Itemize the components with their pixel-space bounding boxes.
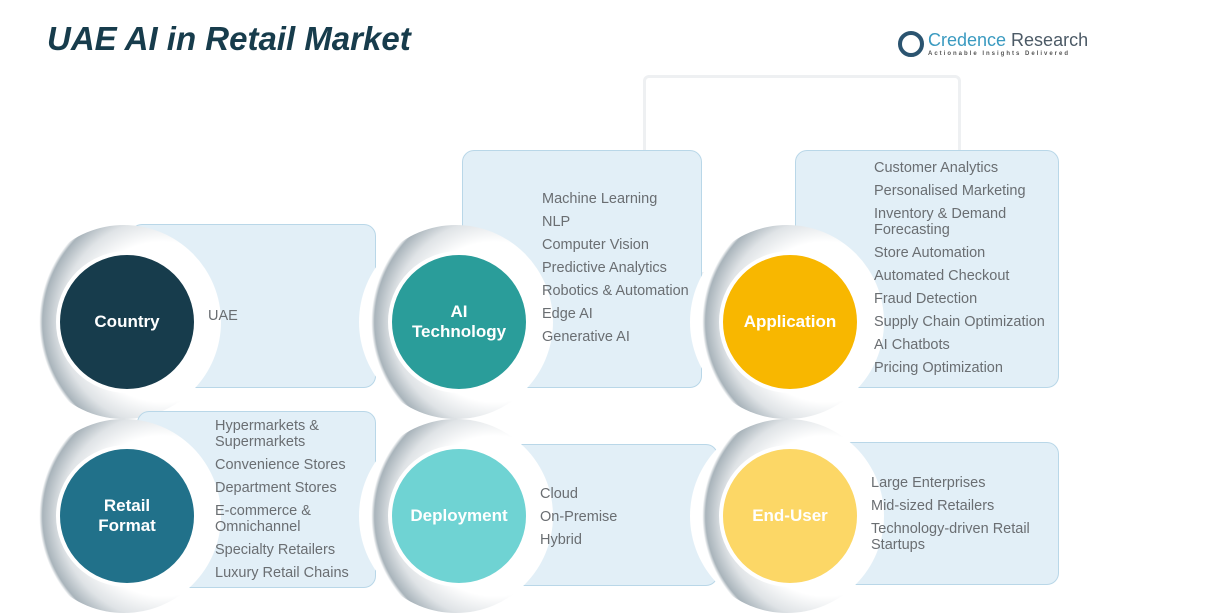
country-circle: Country xyxy=(56,251,198,393)
segment-item: Specialty Retailers xyxy=(215,542,336,558)
ai-technology-circle: AI Technology xyxy=(388,251,530,393)
segment-item: Customer Analytics xyxy=(874,160,999,176)
segment-item: Supply Chain Optimization xyxy=(874,314,1045,330)
end-user-circle: End-User xyxy=(719,445,861,587)
segment-item: Luxury Retail Chains xyxy=(215,565,349,581)
page-title: UAE AI in Retail Market xyxy=(47,20,411,57)
segment-item: Predictive Analytics xyxy=(542,260,667,276)
segment-item: Machine Learning xyxy=(542,191,658,207)
segment-label: Retail Format xyxy=(98,496,156,535)
segment-item: Large Enterprises xyxy=(871,475,986,491)
logo-tagline: Actionable Insights Delivered xyxy=(928,51,1071,57)
segment-item: AI Chatbots xyxy=(874,337,950,353)
logo-chart-icon xyxy=(898,30,924,57)
deployment-circle: Deployment xyxy=(388,445,530,587)
country-items: UAE xyxy=(208,308,372,331)
segment-item: Mid-sized Retailers xyxy=(871,498,995,514)
segment-item: Personalised Marketing xyxy=(874,183,1026,199)
segment-item: Robotics & Automation xyxy=(542,283,689,299)
logo-name-1: Credence xyxy=(928,30,1007,50)
segment-item: Technology-driven Retail Startups xyxy=(871,521,1030,553)
segment-item: Fraud Detection xyxy=(874,291,978,307)
segment-item: Convenience Stores xyxy=(215,457,346,473)
segment-label: Country xyxy=(94,312,160,331)
segment-label: Application xyxy=(743,312,837,331)
retail-format-circle: Retail Format xyxy=(56,445,198,587)
segment-item: Inventory & Demand Forecasting xyxy=(874,206,1007,238)
segment-label: End-User xyxy=(752,506,828,525)
segment-item: Store Automation xyxy=(874,245,986,261)
segment-item: NLP xyxy=(542,214,571,230)
segment-item: On-Premise xyxy=(540,509,618,525)
segment-label: Deployment xyxy=(410,506,508,525)
segment-item: Department Stores xyxy=(215,480,337,496)
segment-item: Edge AI xyxy=(542,306,593,322)
segment-item: Cloud xyxy=(540,486,578,502)
segment-label: AI Technology xyxy=(411,302,507,341)
segment-item: UAE xyxy=(208,308,238,324)
segment-item: Automated Checkout xyxy=(874,268,1010,284)
segment-item: Computer Vision xyxy=(542,237,649,253)
segment-item: Hypermarkets & Supermarkets xyxy=(215,418,319,450)
segment-item: Generative AI xyxy=(542,329,630,345)
application-circle: Application xyxy=(719,251,861,393)
logo-name-2: Research xyxy=(1006,30,1089,50)
segment-item: Pricing Optimization xyxy=(874,360,1003,376)
segment-item: Hybrid xyxy=(540,532,582,548)
segment-item: E-commerce & Omnichannel xyxy=(215,503,311,535)
credence-research-logo: Credence Research Actionable Insights De… xyxy=(898,30,1088,57)
